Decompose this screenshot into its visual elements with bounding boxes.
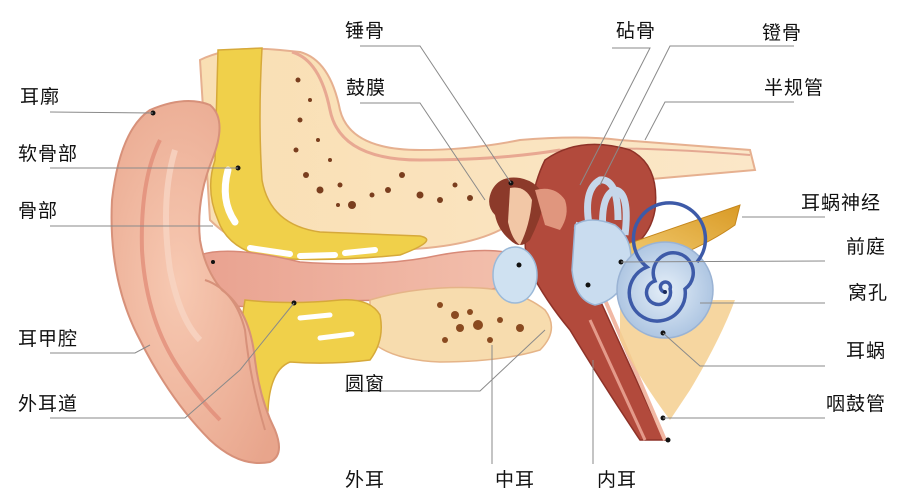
label-semicircular-canals: 半规管 [764, 77, 825, 99]
tympanic-membrane-shape [492, 246, 538, 304]
label-stapes: 镫骨 [762, 22, 803, 44]
label-cochlea: 耳蜗 [846, 340, 887, 362]
label-bony-part: 骨部 [18, 200, 59, 222]
label-auricle: 耳廓 [20, 86, 61, 108]
ossicles [489, 177, 567, 245]
label-round-window: 圆窗 [345, 373, 386, 395]
label-middle-ear: 中耳 [495, 469, 536, 491]
leader-lines [49, 45, 826, 464]
label-inner-ear: 内耳 [597, 469, 638, 491]
label-outer-ear: 外耳 [345, 469, 386, 491]
label-incus: 砧骨 [616, 20, 657, 42]
cochlea-shape [616, 201, 714, 339]
label-cochlear-nerve: 耳蜗神经 [801, 192, 882, 214]
label-tympanic-membrane: 鼓膜 [346, 77, 387, 99]
label-cartilage-part: 软骨部 [18, 143, 79, 165]
bone-pores [293, 77, 473, 209]
label-external-auditory-canal: 外耳道 [18, 393, 79, 415]
label-vestibule: 前庭 [846, 236, 887, 258]
temporal-bone-lower [369, 286, 553, 363]
label-eustachian-tube: 咽鼓管 [826, 393, 887, 415]
cartilage-upper [209, 47, 428, 261]
label-concha: 耳甲腔 [18, 328, 79, 350]
label-malleus: 锤骨 [345, 20, 386, 42]
label-oval-window: 窝孔 [848, 282, 889, 304]
